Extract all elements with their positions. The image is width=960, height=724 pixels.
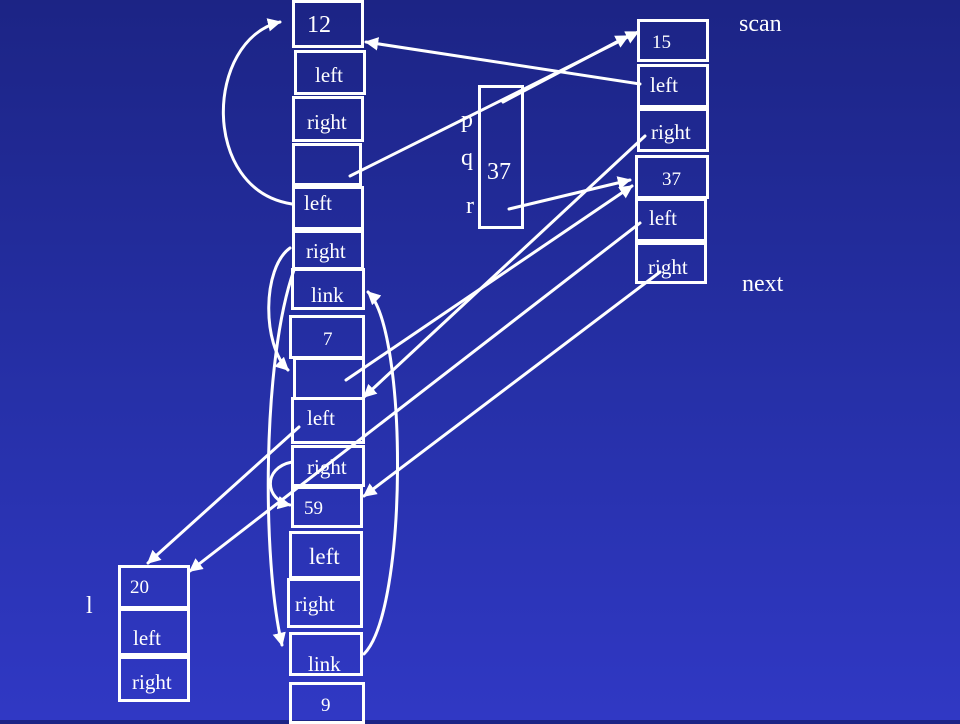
arrow-r-to-37 bbox=[507, 176, 632, 211]
scan-label: scan bbox=[739, 11, 782, 37]
node-59-right: right bbox=[287, 578, 363, 628]
arrow-37-right-to-59 bbox=[362, 270, 662, 498]
node-12-link: link bbox=[291, 268, 365, 310]
arrow-7-left-to-20 bbox=[146, 425, 301, 565]
p-label: p bbox=[461, 107, 473, 133]
node-15-key: 15 bbox=[637, 19, 709, 62]
node-7-key: 7 bbox=[289, 315, 365, 359]
r-label: r bbox=[466, 193, 474, 219]
node-59-left: left bbox=[289, 531, 363, 579]
node-12-right: right bbox=[292, 96, 364, 142]
node-9-key: 9 bbox=[289, 682, 365, 724]
next-label: next bbox=[742, 271, 784, 297]
node-7-right: right bbox=[291, 445, 365, 487]
node-37-right: right bbox=[635, 242, 707, 284]
arrow-right-loop-to-59 bbox=[268, 460, 294, 510]
node-37-left: left bbox=[635, 198, 707, 242]
register-value: 37 bbox=[487, 159, 511, 185]
node-15-left: left bbox=[637, 64, 709, 108]
node-20-key: 20 bbox=[118, 565, 190, 609]
node-12-forward-left: left bbox=[292, 186, 364, 230]
arrow-link-down-to-7 bbox=[267, 246, 292, 372]
node-20-left: left bbox=[118, 608, 190, 656]
node-15-right: right bbox=[637, 108, 709, 152]
node-7-forward bbox=[293, 357, 365, 400]
node-20-right: right bbox=[118, 656, 190, 702]
node-12-forward-right: right bbox=[292, 230, 364, 270]
arrow-link-up-to-link bbox=[362, 290, 399, 656]
node-59-link: link bbox=[289, 632, 363, 676]
arrow-15-left-to-12 bbox=[364, 37, 642, 86]
l-label: l bbox=[86, 593, 93, 619]
register-box: 37 bbox=[478, 85, 524, 229]
node-12-left: left bbox=[294, 50, 366, 95]
node-12-key: 12 bbox=[292, 0, 364, 48]
node-37-key: 37 bbox=[635, 155, 709, 199]
node-12-forward bbox=[292, 143, 362, 186]
arrow-37-left-to-20 bbox=[188, 221, 642, 573]
node-7-left: left bbox=[291, 397, 365, 444]
arrow-forward-loop-to-12 bbox=[221, 18, 294, 206]
q-label: q bbox=[461, 145, 473, 171]
node-59-key: 59 bbox=[291, 486, 363, 528]
